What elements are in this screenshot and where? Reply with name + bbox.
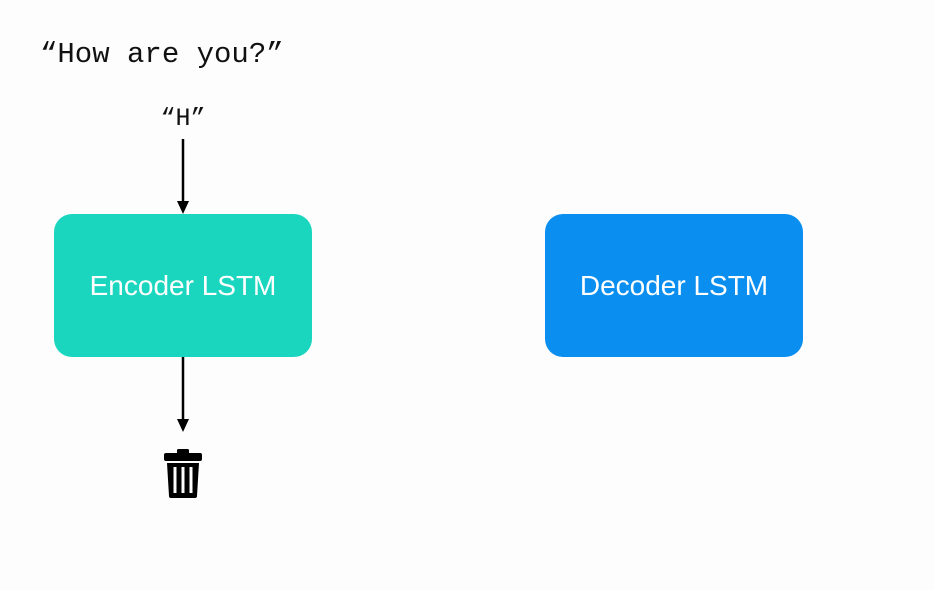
decoder-label: Decoder LSTM: [579, 269, 769, 301]
token-to-encoder-arrow: [177, 139, 189, 214]
encoder-to-trash-arrow: [177, 357, 189, 432]
trash-icon: [164, 449, 202, 498]
decoder-lstm-box: Decoder LSTM: [545, 214, 803, 357]
input-sentence: “How are you?”: [40, 38, 284, 71]
encoder-label: Encoder LSTM: [89, 269, 277, 301]
current-token: “H”: [160, 104, 206, 133]
encoder-lstm-box: Encoder LSTM: [54, 214, 312, 357]
